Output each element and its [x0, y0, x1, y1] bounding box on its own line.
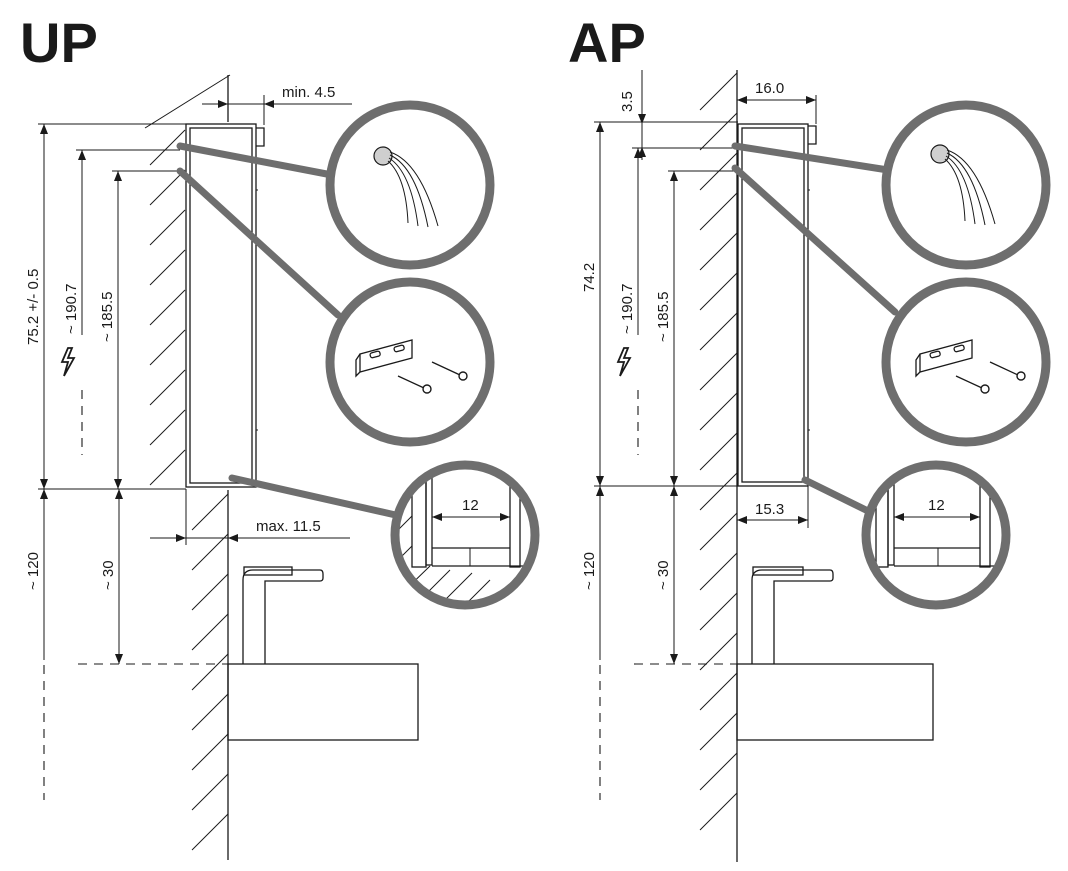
up-screw-icon	[397, 361, 468, 394]
up-section: UP	[20, 11, 540, 860]
ap-dim-bottom-label: 15.3	[755, 501, 784, 518]
ap-dim-height-label: 74.2	[581, 263, 598, 292]
ap-callout-detail	[801, 476, 874, 516]
up-dim-vertical: 75.2 +/- 0.5 ~ 190.7 ~ 185.5	[25, 123, 186, 490]
ap-dim-top-label: 3.5	[619, 91, 636, 112]
up-dim-above-floor-label: ~ 120	[25, 552, 42, 590]
up-dim-lower: ~ 120 ~ 30 max. 11.5	[25, 489, 350, 800]
up-callout-bracket	[176, 167, 342, 319]
ap-dim-above-floor-label: ~ 120	[581, 552, 598, 590]
ap-callout-bracket	[731, 164, 899, 316]
ap-dim-lower: ~ 120 ~ 30 15.3	[581, 486, 809, 800]
up-dim-wire-label: ~ 190.7	[63, 284, 80, 334]
up-dim-depth-label: min. 4.5	[282, 84, 335, 101]
ap-dim-wire-label: ~ 190.7	[619, 284, 636, 334]
up-detail-gap-label: 12	[462, 497, 479, 514]
ap-dim-mount-label: ~ 185.5	[655, 292, 672, 342]
up-cabinet	[185, 123, 265, 488]
ap-mounting-bracket-icon	[881, 277, 1051, 447]
ap-washbasin-icon	[736, 663, 934, 741]
ap-lightning-icon	[616, 347, 632, 377]
ap-wire-cable-icon	[881, 100, 1051, 270]
up-callout-wire	[176, 142, 336, 179]
up-faucet-icon	[242, 566, 324, 664]
ap-faucet-icon	[751, 566, 834, 664]
ap-dim-top: 16.0 3.5	[619, 70, 817, 160]
up-dim-height-label: 75.2 +/- 0.5	[25, 269, 42, 345]
ap-section: AP	[568, 11, 1051, 862]
up-dim-recess-label: max. 11.5	[256, 518, 321, 535]
ap-screw-icon	[955, 361, 1026, 394]
up-wall-hatch	[144, 74, 231, 860]
ap-detail-circle: 12	[861, 460, 1011, 610]
up-dim-depth: min. 4.5	[202, 84, 352, 125]
ap-dim-depth-label: 16.0	[755, 80, 784, 97]
up-lightning-icon	[60, 347, 76, 377]
up-dim-mount-label: ~ 185.5	[99, 292, 116, 342]
ap-cabinet	[737, 123, 817, 487]
ap-detail-gap-label: 12	[928, 497, 945, 514]
ap-callout-wire	[731, 142, 892, 174]
up-mounting-bracket-icon	[325, 277, 495, 447]
up-title: UP	[20, 11, 98, 74]
ap-title: AP	[568, 11, 646, 74]
up-wire-cable-icon	[325, 100, 495, 270]
up-callout-detail	[228, 474, 404, 520]
ap-dim-vertical: 74.2 ~ 190.7 ~ 185.5	[581, 121, 738, 487]
ap-dim-above-basin-label: ~ 30	[655, 560, 672, 590]
ap-wall-hatch	[699, 70, 738, 862]
up-washbasin-icon	[227, 663, 419, 741]
up-dim-above-basin-label: ~ 30	[100, 560, 117, 590]
up-detail-circle: 12	[390, 460, 540, 610]
